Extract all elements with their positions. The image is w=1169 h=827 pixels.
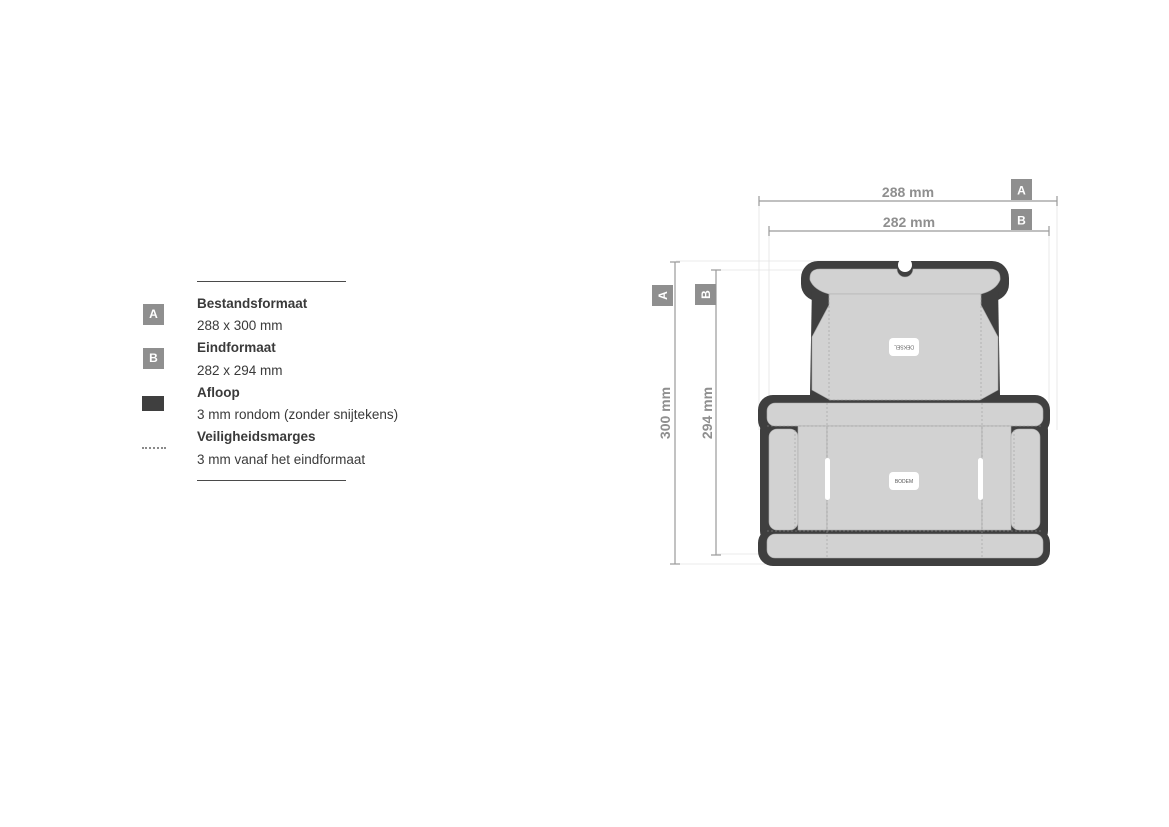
width-b-label: 282 mm xyxy=(883,214,935,230)
panel-area xyxy=(766,268,1044,559)
legend-top-rule xyxy=(197,281,346,282)
legend-title-eindformaat: Eindformaat xyxy=(197,340,276,355)
legend-desc-eindformaat: 282 x 294 mm xyxy=(197,363,283,378)
legend-bleed-swatch xyxy=(142,396,164,411)
height-b-label: 294 mm xyxy=(699,387,715,439)
dimension-height-a: A 300 mm xyxy=(652,261,680,565)
legend-marker-a: A xyxy=(143,304,164,325)
legend-desc-bestandsformaat: 288 x 300 mm xyxy=(197,318,283,333)
bottom-label-group: BODEM xyxy=(889,472,919,490)
legend-title-bestandsformaat: Bestandsformaat xyxy=(197,296,308,311)
lid-notch xyxy=(898,258,912,272)
lid-label: DEKSEL xyxy=(894,344,914,350)
dimension-width-b: 282 mm B xyxy=(768,209,1050,236)
legend-title-veiligheidsmarges: Veiligheidsmarges xyxy=(197,429,316,444)
bottom-label: BODEM xyxy=(895,479,913,485)
height-b-marker xyxy=(695,284,716,305)
legend-marker-b: B xyxy=(143,348,164,369)
dimension-width-a: 288 mm A xyxy=(758,179,1058,206)
height-b-marker-text: B xyxy=(699,290,713,299)
tab-slots xyxy=(825,458,983,500)
legend-desc-afloop: 3 mm rondom (zonder snijtekens) xyxy=(197,407,399,422)
width-b-marker-text: B xyxy=(1017,214,1026,228)
height-a-marker-text: A xyxy=(656,291,670,300)
legend-desc-veiligheidsmarges: 3 mm vanaf het eindformaat xyxy=(197,452,366,467)
width-a-label: 288 mm xyxy=(882,184,934,200)
height-a-label: 300 mm xyxy=(657,387,673,439)
legend-title-afloop: Afloop xyxy=(197,385,240,400)
width-b-marker xyxy=(1011,209,1032,230)
legend-safety-dots xyxy=(142,447,166,449)
height-a-marker xyxy=(652,285,673,306)
dimension-height-b: B 294 mm xyxy=(695,269,721,556)
width-a-marker xyxy=(1011,179,1032,200)
lid-label-group: DEKSEL xyxy=(889,338,919,356)
width-a-marker-text: A xyxy=(1017,184,1026,198)
legend-bottom-rule xyxy=(197,480,346,481)
